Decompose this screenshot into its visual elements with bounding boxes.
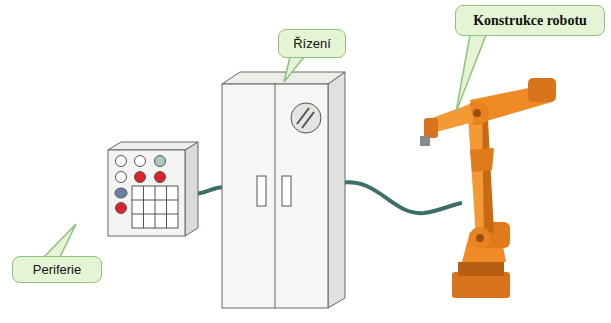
- control-panel: [108, 142, 198, 236]
- callout-bubble: Řízení: [278, 29, 346, 58]
- callout-tail: [456, 35, 486, 112]
- callout-text: Periferie: [33, 262, 81, 277]
- callout-text: Konstrukce robotu: [473, 13, 587, 29]
- callout-tail: [44, 224, 76, 257]
- callout-tail: [284, 57, 304, 82]
- control-cabinet: [222, 72, 345, 308]
- callout-bubble: Periferie: [12, 256, 102, 283]
- callout-text: Řízení: [293, 36, 331, 51]
- robot-arm: [420, 78, 556, 298]
- callout-bubble: Konstrukce robotu: [455, 5, 605, 36]
- cable: [340, 182, 462, 213]
